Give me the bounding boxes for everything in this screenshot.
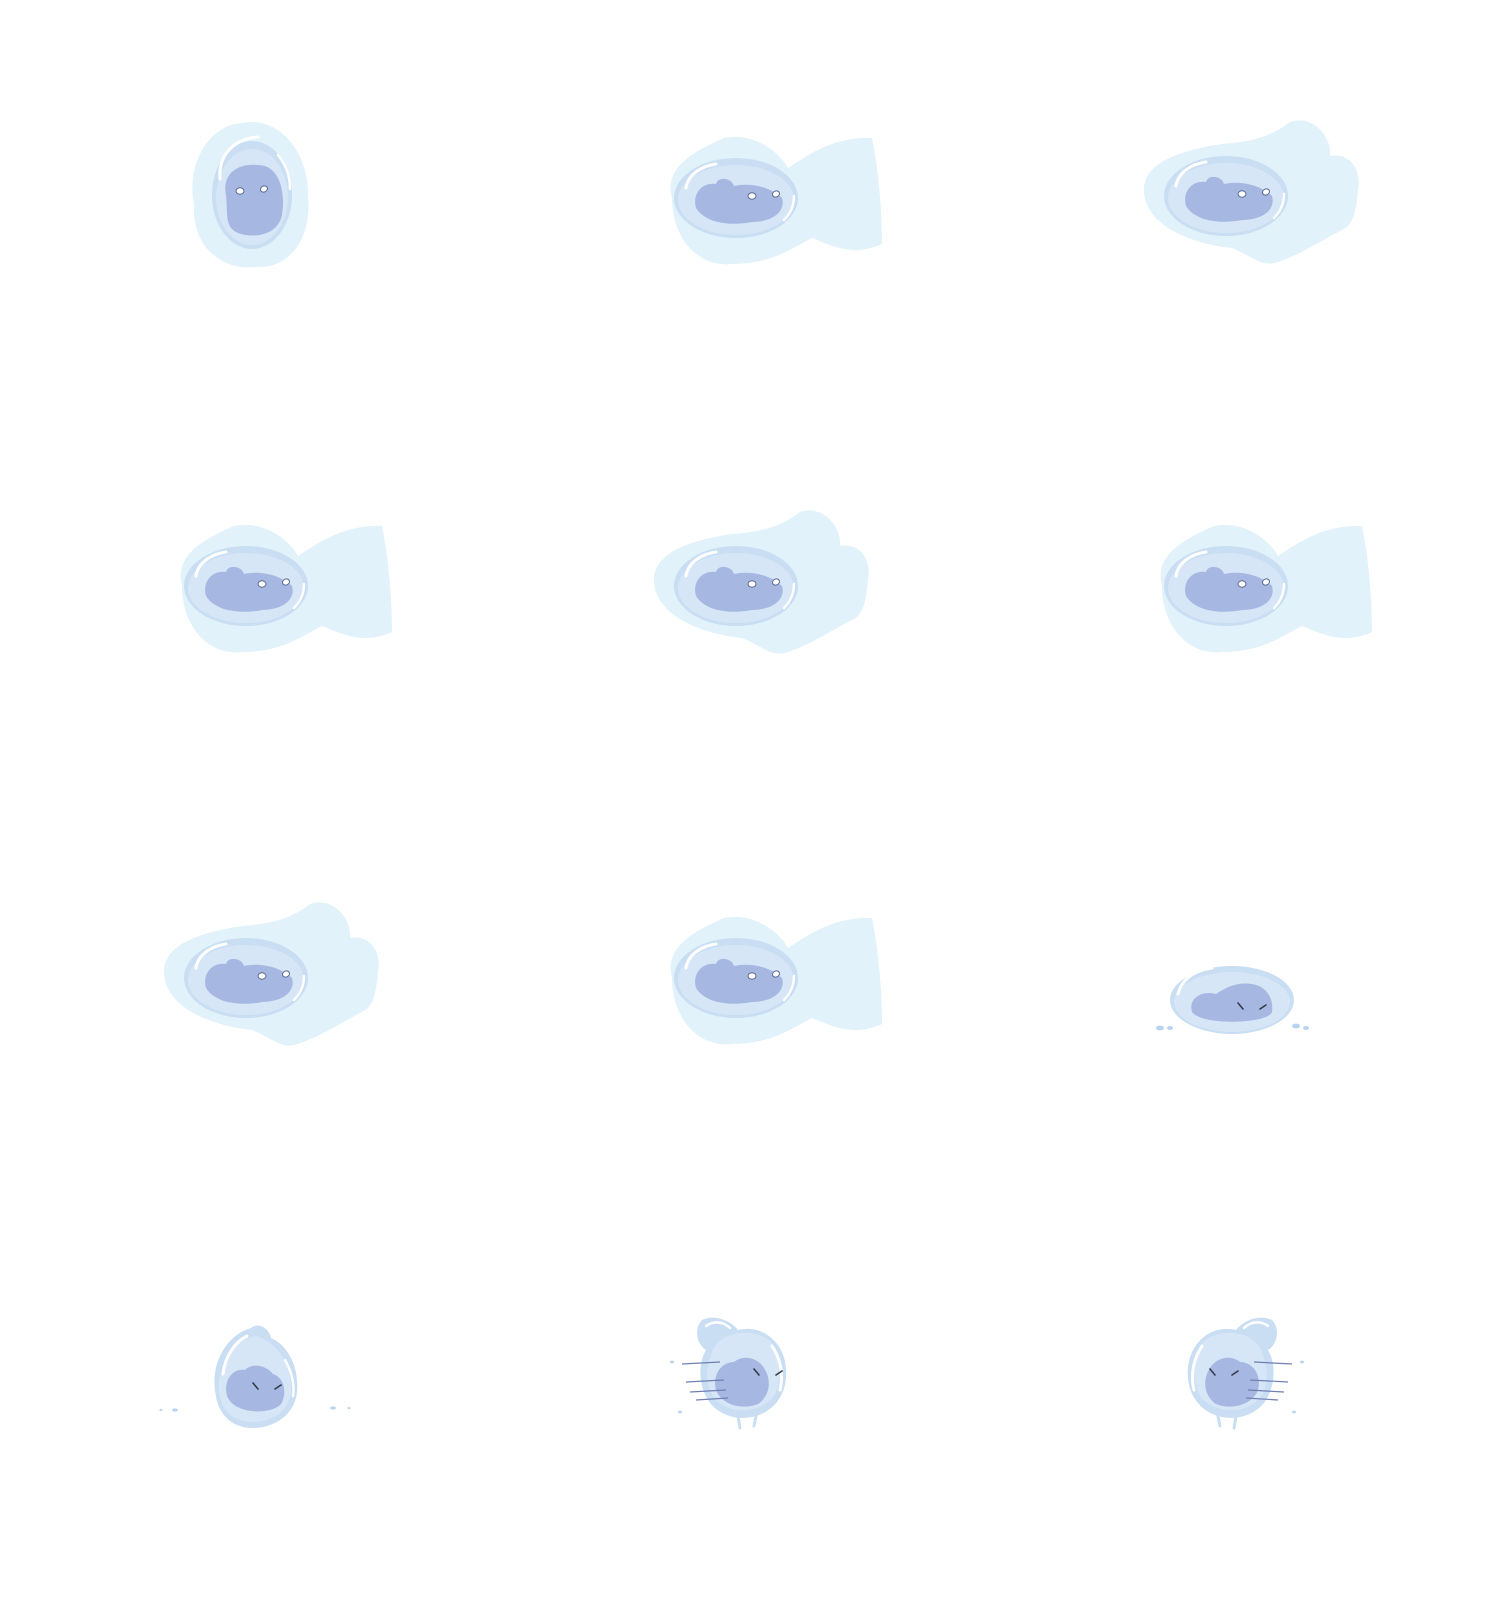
bubble-highlight [1174, 160, 1208, 188]
slime-sprite [1187, 1317, 1304, 1430]
slime-core [225, 164, 283, 236]
speed-line-icon [1247, 1389, 1285, 1393]
drip-icon [1216, 1414, 1222, 1428]
eye-right-icon [281, 970, 291, 978]
eye-left-icon [747, 580, 757, 588]
droplet-icon [1167, 1026, 1173, 1030]
eye-left-icon [1237, 190, 1247, 198]
bubble-highlight [194, 550, 228, 578]
bubble-highlight [684, 942, 718, 970]
droplet-icon [159, 1409, 163, 1411]
eye-left-icon [753, 1368, 760, 1376]
eye-left-icon [257, 580, 267, 588]
droplet-icon [1303, 1026, 1309, 1030]
eye-left-icon [235, 187, 245, 195]
drip-icon [736, 1414, 742, 1430]
slime-sprite [180, 524, 392, 653]
bubble-highlight [218, 135, 260, 181]
eye-right-icon [1231, 1370, 1239, 1376]
eye-right-icon [771, 970, 781, 978]
sprite-frame [1000, 0, 1500, 400]
eye-right-icon [1259, 1004, 1267, 1010]
sprite-frame [500, 800, 1000, 1200]
slime-core [695, 178, 783, 224]
eye-left-icon [1237, 1002, 1244, 1010]
sprite-frame [1000, 1200, 1500, 1600]
speed-line-icon [685, 1379, 725, 1383]
sprite-frame [1000, 400, 1500, 800]
sprite-frame [0, 0, 500, 400]
slime-core [205, 566, 293, 612]
bubble-highlight [1176, 966, 1214, 996]
eye-left-icon [252, 1382, 259, 1390]
speed-line-icon [1249, 1379, 1289, 1383]
eye-right-icon [771, 578, 781, 586]
slime-core [205, 958, 293, 1004]
eye-right-icon [1261, 188, 1271, 196]
sprite-frame [500, 1200, 1000, 1600]
eye-left-icon [1209, 1368, 1216, 1376]
slime-sprite [670, 916, 882, 1045]
slime-sprite [670, 1317, 787, 1430]
eye-right-icon [259, 185, 269, 193]
slime-sprite [1143, 120, 1359, 264]
bubble-highlight [684, 550, 718, 578]
bubble-highlight [1174, 550, 1208, 578]
speed-line-icon [695, 1397, 729, 1401]
eye-right-icon [771, 190, 781, 198]
slime-sprite [192, 121, 309, 268]
droplet-icon [330, 1406, 336, 1410]
drip-icon [1232, 1414, 1238, 1430]
eye-right-icon [1261, 578, 1271, 586]
slime-core [1185, 176, 1273, 222]
droplet-icon [172, 1408, 178, 1412]
speed-line-icon [681, 1361, 721, 1365]
slime-sprite [163, 902, 379, 1046]
bubble-highlight [1242, 1321, 1270, 1330]
eye-right-icon [281, 578, 291, 586]
slime-core [1205, 1357, 1259, 1407]
sprite-frame [0, 800, 500, 1200]
bubble-highlight [194, 942, 228, 970]
bubble-highlight [704, 1321, 732, 1330]
eye-right-icon [775, 1370, 783, 1376]
slime-sprite [1156, 966, 1309, 1034]
sprite-frame [500, 0, 1000, 400]
slime-core [695, 566, 783, 612]
droplet-icon [1156, 1025, 1164, 1031]
sprite-frame [500, 400, 1000, 800]
slime-core [695, 958, 783, 1004]
droplet-icon [670, 1360, 674, 1364]
speed-line-icon [1245, 1397, 1279, 1401]
speed-line-icon [1253, 1361, 1293, 1365]
eye-left-icon [747, 972, 757, 980]
slime-core [226, 1365, 285, 1412]
sprite-frame [1000, 800, 1500, 1200]
droplet-icon [1292, 1023, 1300, 1029]
droplet-icon [1300, 1360, 1304, 1364]
slime-sprite [159, 1325, 351, 1428]
droplet-icon [678, 1410, 682, 1414]
bubble-highlight [221, 1334, 249, 1376]
speed-line-icon [689, 1389, 727, 1393]
droplet-icon [1292, 1410, 1296, 1414]
slime-sprite [653, 510, 869, 654]
slime-core [1185, 566, 1273, 612]
eye-right-icon [274, 1384, 282, 1390]
eye-left-icon [257, 972, 267, 980]
bubble-highlight [770, 1344, 784, 1392]
slime-core [1191, 983, 1273, 1022]
drip-icon [752, 1414, 758, 1428]
bubble-highlight [684, 162, 718, 190]
sprite-frame [0, 400, 500, 800]
eye-left-icon [1237, 580, 1247, 588]
slime-sprite [670, 136, 882, 265]
droplet-icon [347, 1407, 351, 1409]
sprite-frame [0, 1200, 500, 1600]
slime-sprite [1160, 524, 1372, 653]
bubble-highlight [1190, 1344, 1204, 1392]
eye-left-icon [747, 192, 757, 200]
